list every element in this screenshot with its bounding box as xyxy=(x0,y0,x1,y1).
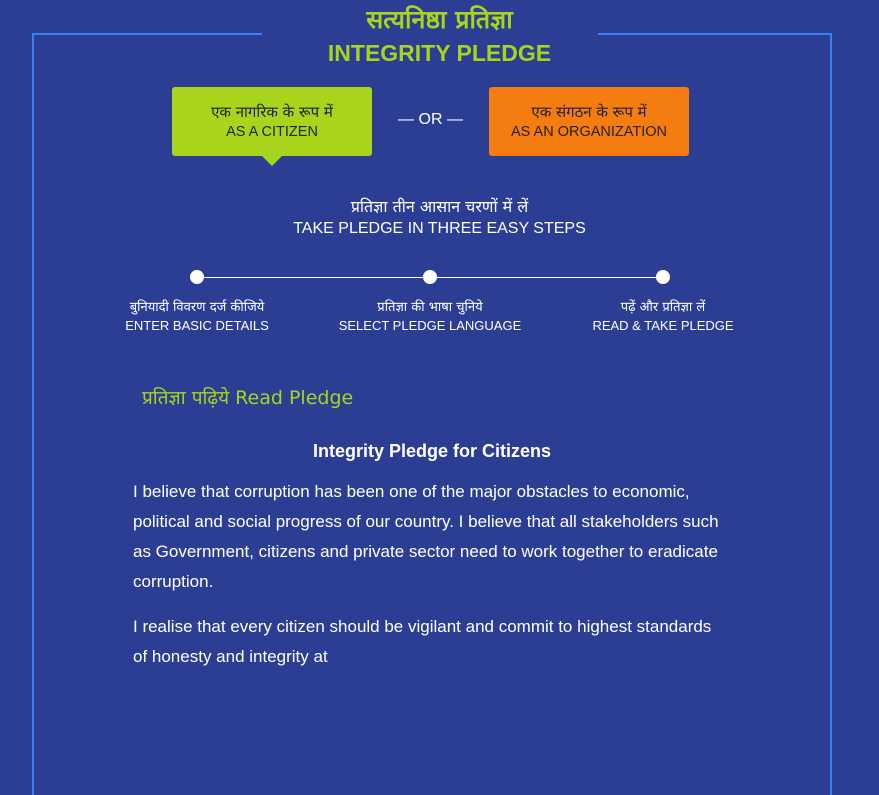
read-pledge-heading: प्रतिज्ञा पढ़िये Read Pledge xyxy=(142,387,354,409)
step-2-dot[interactable] xyxy=(423,270,437,284)
pledge-paragraph: I realise that every citizen should be v… xyxy=(133,617,712,666)
steps-title-english: TAKE PLEDGE IN THREE EASY STEPS xyxy=(293,220,586,237)
organization-label-hindi: एक संगठन के रूप में xyxy=(531,102,647,121)
or-separator: — OR — xyxy=(398,111,463,128)
page-title-english: INTEGRITY PLEDGE xyxy=(327,40,552,66)
page-title-hindi: सत्यनिष्ठा प्रतिज्ञा xyxy=(366,5,513,34)
title-mask xyxy=(262,20,598,50)
step-3-label-hindi: पढ़ें और प्रतिज्ञा लें xyxy=(620,300,706,315)
step-3-label[interactable]: पढ़ें और प्रतिज्ञा लें READ & TAKE PLEDG… xyxy=(543,298,783,334)
step-2-label[interactable]: प्रतिज्ञा की भाषा चुनिये SELECT PLEDGE L… xyxy=(310,298,550,334)
citizen-label-english: AS A CITIZEN xyxy=(226,123,318,140)
step-3-dot[interactable] xyxy=(656,270,670,284)
step-1-dot[interactable] xyxy=(190,270,204,284)
as-citizen-button[interactable]: एक नागरिक के रूप में AS A CITIZEN xyxy=(172,87,372,166)
step-1-label[interactable]: बुनियादी विवरण दर्ज कीजिये ENTER BASIC D… xyxy=(77,298,317,334)
organization-label-english: AS AN ORGANIZATION xyxy=(510,123,668,140)
step-3-label-english: READ & TAKE PLEDGE xyxy=(592,318,734,333)
pledge-paragraph: I believe that corruption has been one o… xyxy=(133,482,719,591)
step-2-label-hindi: प्रतिज्ञा की भाषा चुनिये xyxy=(377,300,483,315)
step-2-label-english: SELECT PLEDGE LANGUAGE xyxy=(338,318,522,333)
citizen-label-hindi: एक नागरिक के रूप में xyxy=(211,102,333,121)
as-organization-button[interactable]: एक संगठन के रूप में AS AN ORGANIZATION xyxy=(489,87,689,156)
step-1-label-english: ENTER BASIC DETAILS xyxy=(125,318,269,333)
pledge-text: I believe that corruption has been one o… xyxy=(133,477,723,687)
step-1-label-hindi: बुनियादी विवरण दर्ज कीजिये xyxy=(129,300,265,315)
steps-title-hindi: प्रतिज्ञा तीन आसान चरणों में लें xyxy=(350,197,529,216)
pledge-title: Integrity Pledge for Citizens xyxy=(312,441,552,461)
